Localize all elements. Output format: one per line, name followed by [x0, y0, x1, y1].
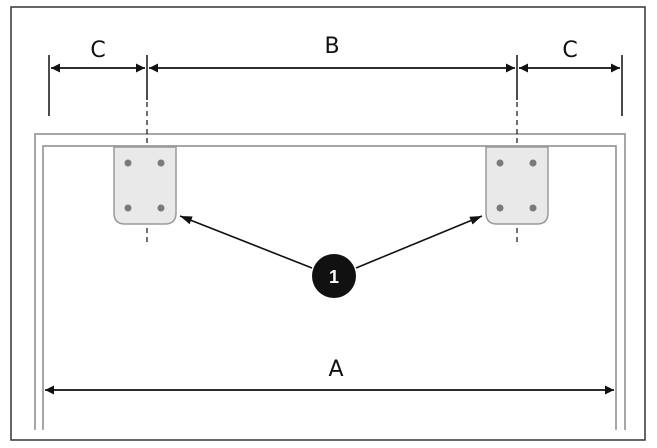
screw-hole: [529, 159, 537, 167]
mounting-bracket-left: [113, 146, 177, 225]
bracket-centerlines: [146, 102, 518, 242]
screw-hole: [124, 159, 132, 167]
screw-hole: [529, 204, 537, 212]
leader-line-left: [179, 215, 313, 269]
label-b: B: [324, 34, 339, 59]
callout-badge: 1: [312, 254, 356, 298]
label-c-left: C: [90, 38, 105, 63]
diagram-border: [10, 6, 646, 441]
screw-hole: [157, 204, 165, 212]
label-c-right: C: [562, 38, 577, 63]
callout-number: 1: [329, 267, 339, 287]
callout-leaders: [179, 215, 483, 269]
screw-hole: [124, 204, 132, 212]
label-a: A: [328, 357, 343, 382]
mounting-bracket-right: [485, 146, 549, 225]
cabinet-outline: [34, 133, 626, 430]
screw-hole: [496, 204, 504, 212]
extension-lines: [48, 55, 623, 116]
leader-line-right: [355, 215, 483, 269]
screw-hole: [496, 159, 504, 167]
screw-hole: [157, 159, 165, 167]
